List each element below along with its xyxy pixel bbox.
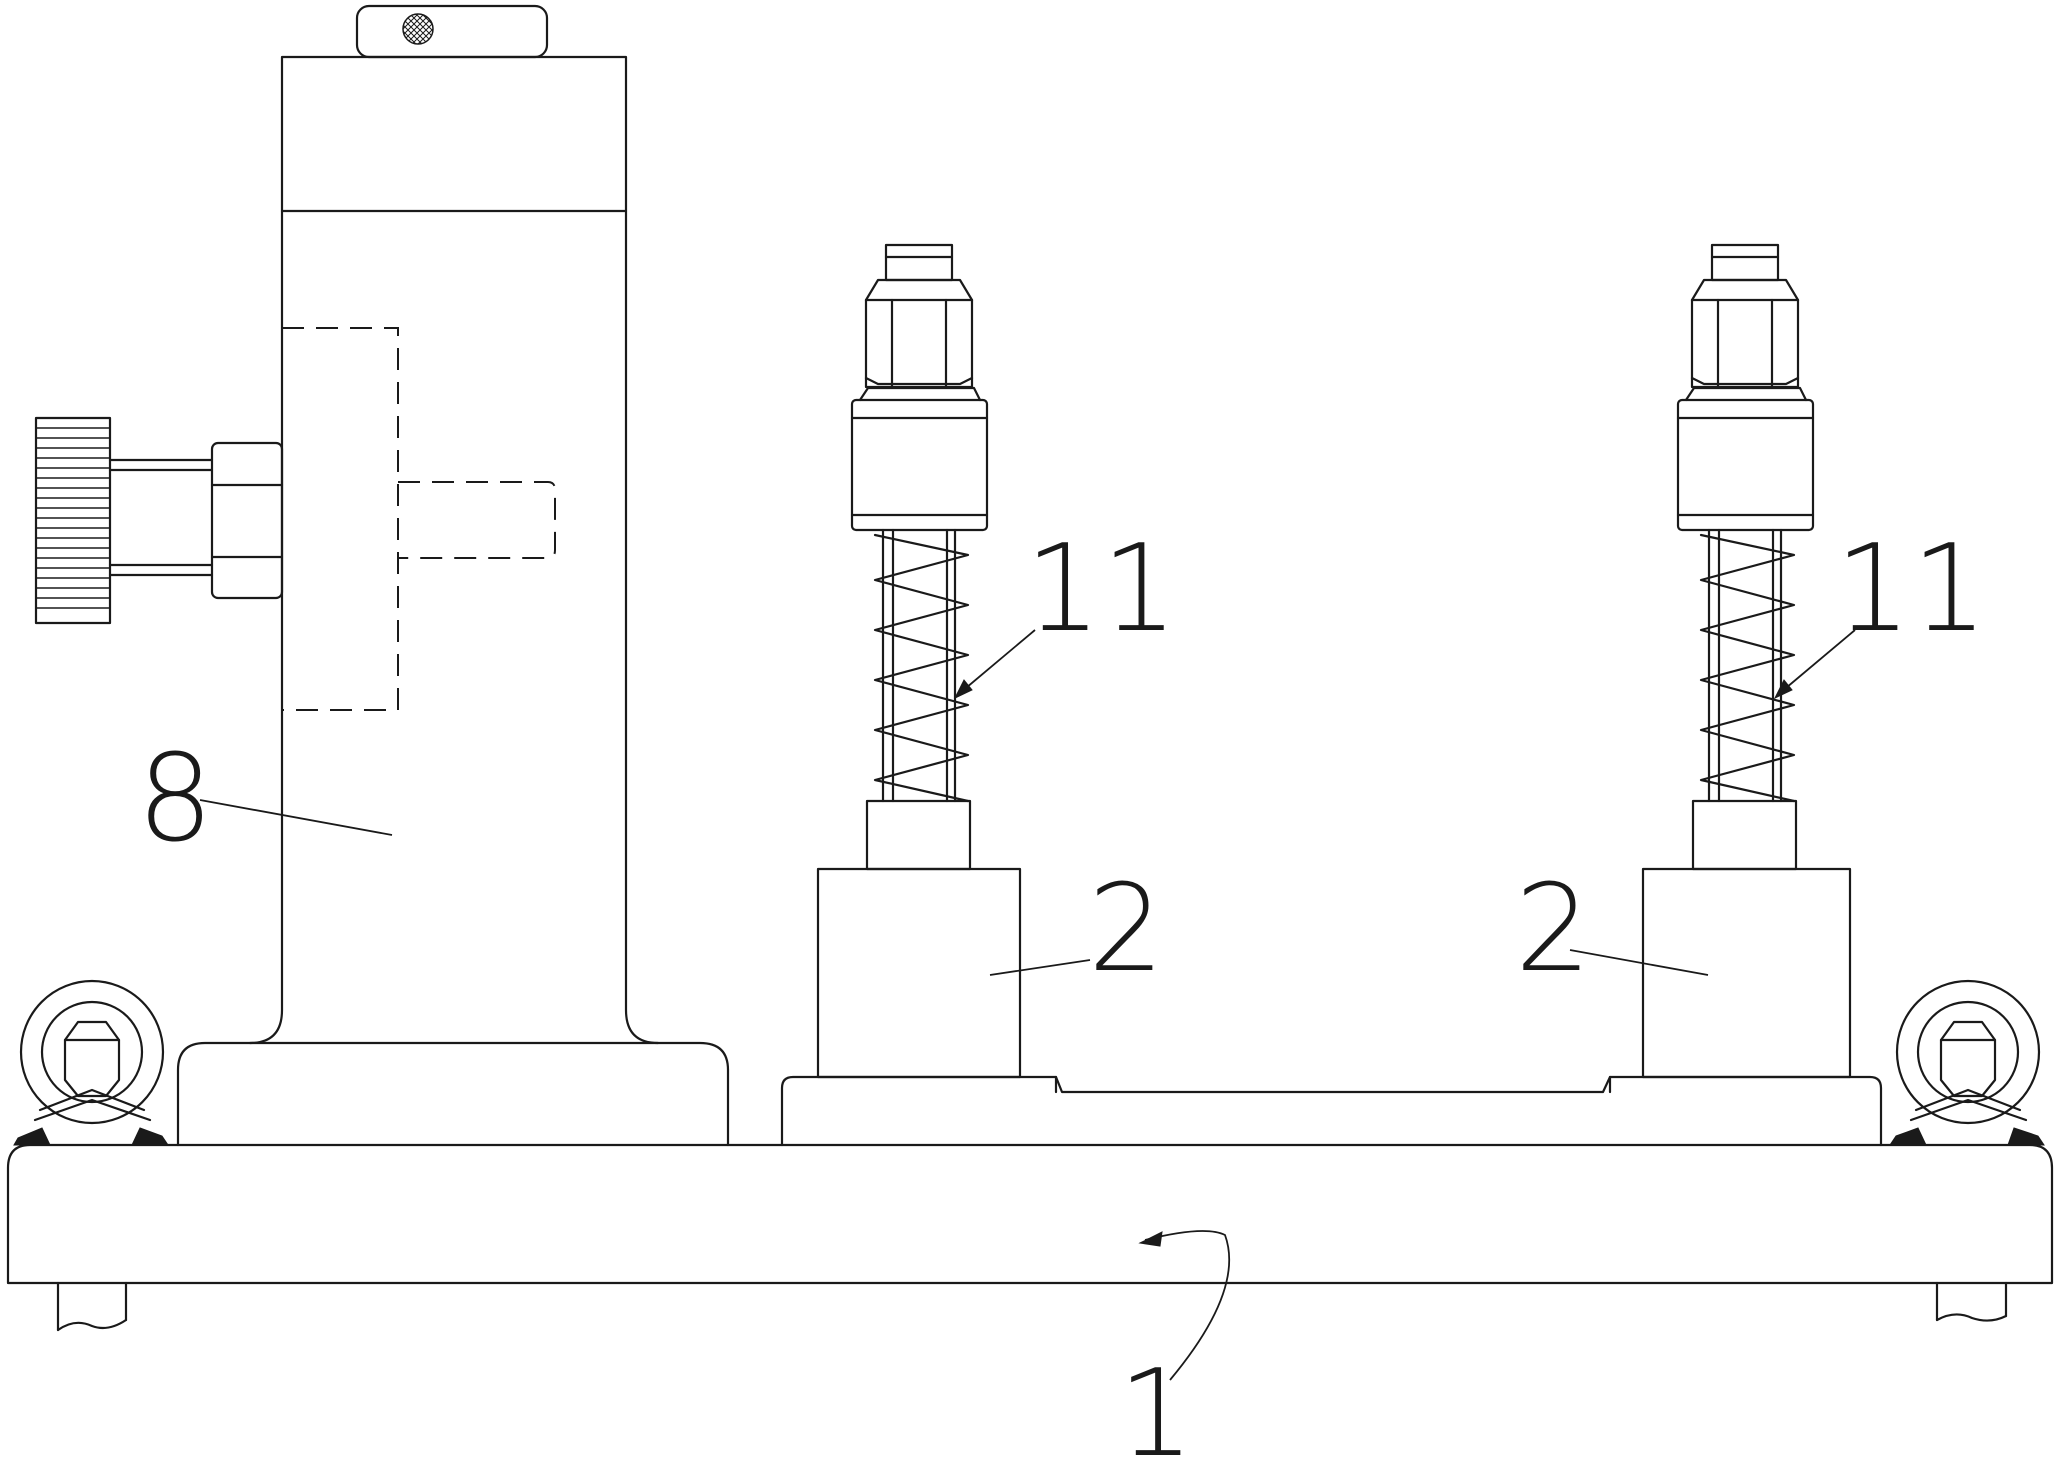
support-platform: [780, 867, 1883, 1147]
top-knob: [355, 4, 549, 59]
column-assembly: [34, 4, 730, 1147]
callout-leaders: [199, 629, 1856, 1381]
callout-column: 8: [137, 730, 213, 869]
foot-left: [56, 1281, 128, 1332]
support-block-left: [816, 867, 1022, 1079]
spring-bolt-right: [1676, 243, 1815, 871]
callout-spring-left: 11: [1025, 520, 1178, 659]
support-block-right: [1641, 867, 1852, 1079]
foot-right: [1935, 1281, 2008, 1322]
eye-bolt-right: [1889, 979, 2045, 1146]
callout-spring-right: 11: [1835, 520, 1988, 659]
spring-bolt-left: [850, 243, 989, 871]
eye-bolt-left: [13, 979, 169, 1146]
base-plate: [6, 1143, 2054, 1332]
side-knob: [34, 416, 284, 625]
callout-block-left: 2: [1088, 860, 1164, 999]
callout-block-right: 2: [1515, 860, 1591, 999]
callout-base: 1: [1118, 1345, 1194, 1460]
